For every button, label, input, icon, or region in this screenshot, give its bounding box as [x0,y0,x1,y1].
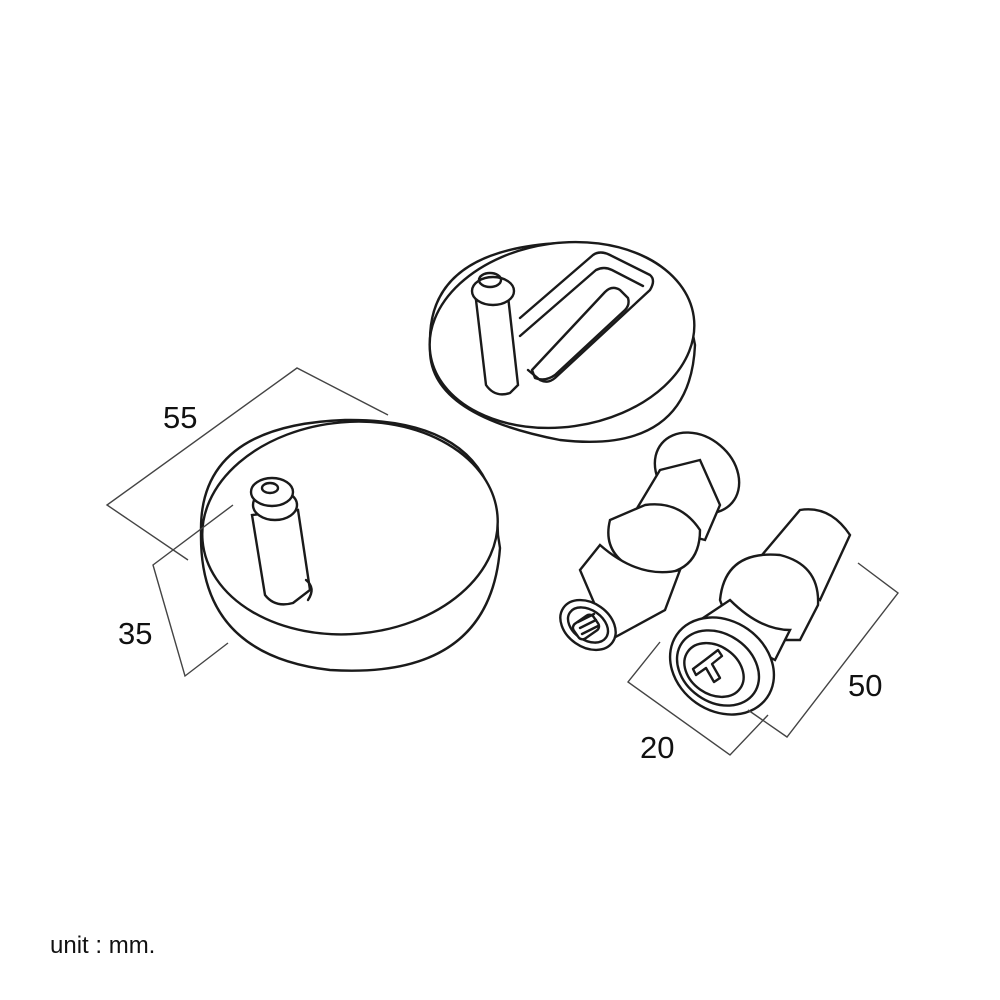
dimension-label-50: 50 [848,668,883,703]
expansion-bolt-threaded [559,431,741,652]
unit-label: unit : mm. [50,932,156,959]
base-plate-slotted [428,240,697,443]
dimension-label-35: 35 [118,616,153,651]
dimension-label-55: 55 [163,400,198,435]
expansion-bolt-crosshead [668,508,852,716]
base-plate-pin [199,418,502,672]
dimension-label-20: 20 [640,730,675,765]
dimension-lines [105,367,899,756]
